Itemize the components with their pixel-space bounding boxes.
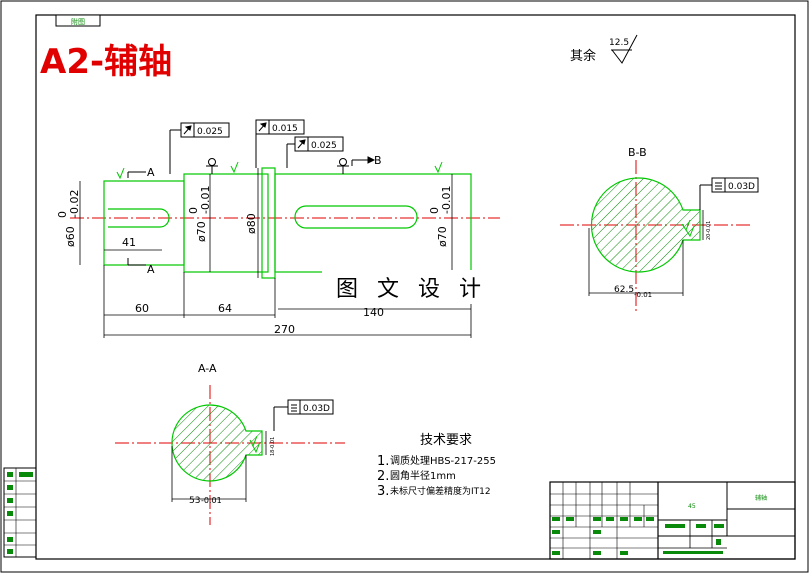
section-bb-width-tol: -0.01 [634,291,652,299]
section-aa: A-A 0.03 D 18-0.01 53 -0.01 [115,362,345,525]
inner-border [35,14,796,560]
main-view: A A B 0.025 0.015 0.025 [56,119,500,338]
note-3-num: 3. [377,484,389,499]
section-aa-width: 53 [189,496,200,506]
shaft-outline [103,167,472,279]
section-bb-title: B-B [628,146,647,159]
section-bb-datum: D [748,182,755,192]
len-seg3: 140 [363,306,384,319]
len-seg1: 60 [135,302,149,315]
note-3-text: 未标尺寸偏差精度为IT12 [390,485,491,497]
diameter-1: ø60 [64,226,77,247]
tol-3-upper: 0 [428,207,441,214]
section-mark-a-bottom: A [147,263,155,276]
section-bb-slot: 20-0.01 [706,221,712,240]
note-1-text: 调质处理HBS-217-255 [390,455,496,467]
len-seg2: 64 [218,302,232,315]
section-bb: B-B 0.03 D 20-0.01 62.5 -0.01 [560,146,759,312]
section-aa-datum: D [323,404,330,414]
diameter-2: ø70 [195,221,208,242]
roughness-note: 其余 12.5 [570,34,638,64]
diameter-3: ø80 [245,213,258,234]
section-mark-a-top: A [147,166,155,179]
section-aa-slot: 18-0.01 [270,437,276,456]
section-aa-title: A-A [198,362,217,375]
roughness-value: 12.5 [609,38,629,48]
drawing-tab: 附图 [55,14,101,27]
technical-requirements: 技术要求 1. 调质处理HBS-217-255 2. 圆角半径1mm 3. 未标… [377,433,496,499]
len-keyway: 41 [122,236,136,249]
section-mark-b: B [374,154,382,167]
watermark-bg [322,270,482,304]
tol-2-lower: -0.01 [199,186,212,214]
watermark: 图 文 设 计 [336,277,487,302]
tol-1-lower: -0.02 [68,190,81,218]
title-block-name: 辅轴 [755,494,767,502]
notes-heading: 技术要求 [420,433,472,448]
note-2-num: 2. [377,469,389,484]
fcf-value-3: 0.025 [311,141,337,151]
title-block-cell-marks [552,517,724,555]
tab-label: 附图 [71,17,85,26]
fcf-value-2: 0.015 [272,124,298,134]
fcf-value-1: 0.025 [197,127,223,137]
roughness-prefix: 其余 [570,48,596,64]
title-block-material: 45 [688,503,696,510]
note-1-num: 1. [377,454,389,469]
datum-symbol-icon [206,158,349,174]
side-table [3,467,37,558]
section-bb-width: 62.5 [614,285,634,295]
section-aa-width-tol: -0.01 [201,496,222,505]
tol-3-lower: -0.01 [440,186,453,214]
tol-2-upper: 0 [187,207,200,214]
roughness-symbol-icon [611,34,638,64]
drawing-title: A2-辅轴 [40,42,172,82]
title-block [549,481,796,560]
len-total: 270 [274,323,295,336]
section-bb-fcf: 0.03 [728,182,748,192]
note-2-text: 圆角半径1mm [390,469,456,482]
diameter-4: ø70 [436,226,449,247]
tol-1-upper: 0 [56,211,69,218]
side-table-marks [7,472,33,554]
section-aa-fcf: 0.03 [303,404,323,414]
